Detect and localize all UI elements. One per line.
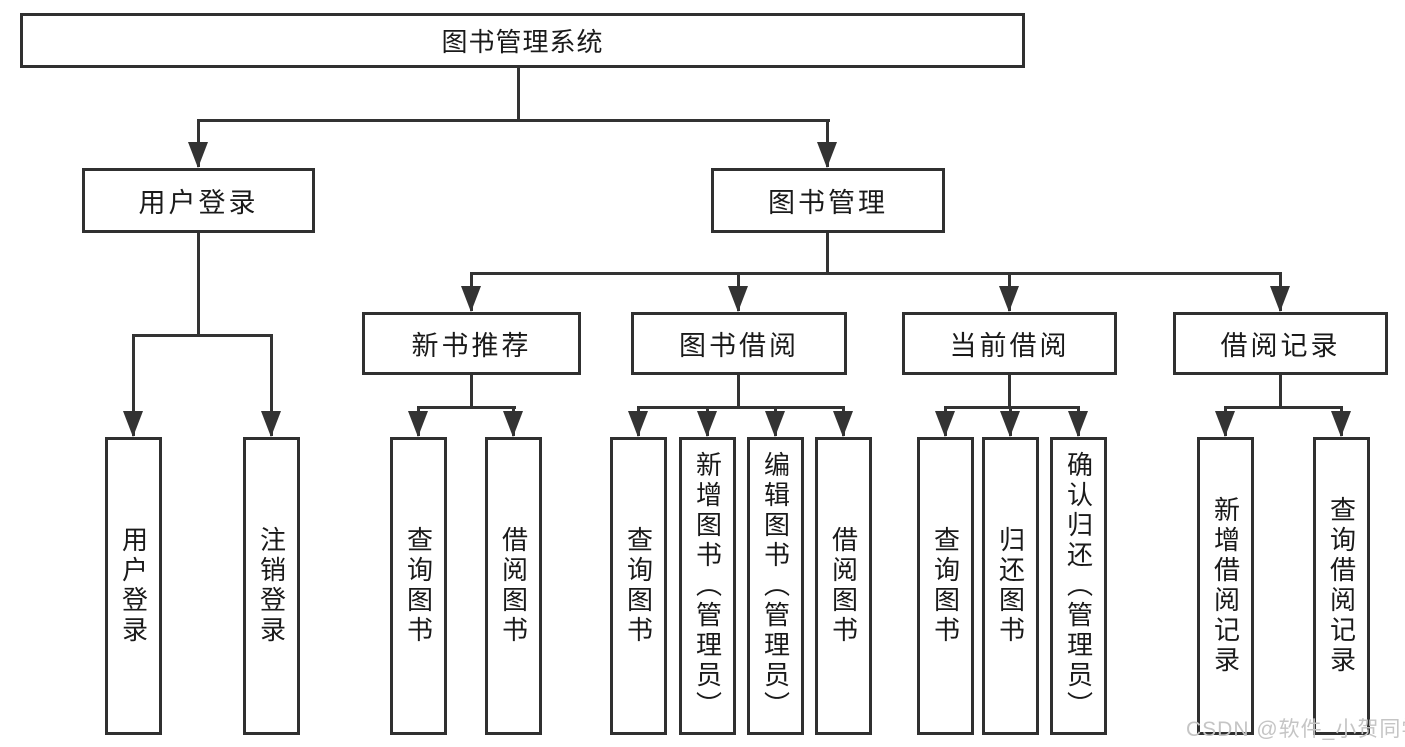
edge-user-login-stem: [197, 233, 200, 336]
edge-user-login-split: [132, 334, 273, 337]
edge-root-stem: [517, 68, 520, 121]
leaf-user-login: 用户登录: [105, 437, 162, 735]
leaf-add-borrow-record-label: 新增借阅记录: [1210, 496, 1241, 676]
edge-borrowing-split: [637, 406, 845, 409]
arrow-down-icon: [1331, 411, 1351, 437]
arrow-down-icon: [817, 142, 837, 168]
leaf-query-books-recommend: 查询图书: [390, 437, 447, 735]
arrow-down-icon: [1000, 411, 1020, 437]
leaf-query-books-borrowing: 查询图书: [610, 437, 667, 735]
arrow-down-icon: [188, 142, 208, 168]
leaf-confirm-return-admin: 确认归还（管理员）: [1050, 437, 1107, 735]
edge-records-split: [1224, 406, 1343, 409]
arrow-down-icon: [935, 411, 955, 437]
arrow-down-icon: [628, 411, 648, 437]
node-current-borrowing-label: 当前借阅: [949, 331, 1070, 361]
leaf-add-borrow-record: 新增借阅记录: [1197, 437, 1254, 735]
arrow-down-icon: [999, 286, 1019, 312]
leaf-borrow-books-borrowing-label: 借阅图书: [828, 526, 859, 646]
node-book-management-label: 图书管理: [768, 188, 888, 218]
node-borrowing-records-label: 借阅记录: [1220, 331, 1341, 361]
leaf-query-borrow-record-label: 查询借阅记录: [1326, 496, 1357, 676]
node-library-system: 图书管理系统: [20, 13, 1025, 68]
leaf-query-borrow-record: 查询借阅记录: [1313, 437, 1370, 735]
leaf-return-books-label: 归还图书: [995, 526, 1026, 646]
arrow-down-icon: [1270, 286, 1290, 312]
leaf-logout: 注销登录: [243, 437, 300, 735]
edge-recommend-stem: [470, 375, 473, 408]
arrow-down-icon: [461, 286, 481, 312]
arrow-down-icon: [1215, 411, 1235, 437]
leaf-user-login-label: 用户登录: [118, 526, 149, 646]
node-current-borrowing: 当前借阅: [902, 312, 1117, 375]
node-new-book-recommend-label: 新书推荐: [411, 331, 532, 361]
csdn-watermark: CSDN @软件_小贺同学: [1186, 718, 1405, 741]
node-new-book-recommend: 新书推荐: [362, 312, 581, 375]
leaf-borrow-books-recommend: 借阅图书: [485, 437, 542, 735]
leaf-query-books-current: 查询图书: [917, 437, 974, 735]
node-borrowing-records: 借阅记录: [1173, 312, 1388, 375]
leaf-query-books-current-label: 查询图书: [930, 526, 961, 646]
node-book-management: 图书管理: [711, 168, 945, 233]
arrow-down-icon: [765, 411, 785, 437]
arrow-down-icon: [408, 411, 428, 437]
leaf-borrow-books-recommend-label: 借阅图书: [498, 526, 529, 646]
edge-root-split: [197, 119, 830, 122]
arrow-down-icon: [833, 411, 853, 437]
edge-to-leaf-logout: [270, 334, 273, 436]
node-library-system-label: 图书管理系统: [441, 27, 604, 57]
leaf-logout-label: 注销登录: [256, 526, 287, 646]
edge-book-mgmt-stem: [826, 233, 829, 273]
arrow-down-icon: [503, 411, 523, 437]
edge-borrowing-stem: [737, 375, 740, 408]
node-user-login: 用户登录: [82, 168, 315, 233]
node-book-borrowing: 图书借阅: [631, 312, 847, 375]
node-user-login-label: 用户登录: [138, 188, 259, 218]
leaf-edit-books-admin-label: 编辑图书（管理员）: [760, 451, 791, 721]
leaf-add-books-admin-label: 新增图书（管理员）: [692, 451, 723, 721]
arrow-down-icon: [1068, 411, 1088, 437]
leaf-edit-books-admin: 编辑图书（管理员）: [747, 437, 804, 735]
leaf-add-books-admin: 新增图书（管理员）: [679, 437, 736, 735]
node-book-borrowing-label: 图书借阅: [679, 331, 799, 361]
leaf-borrow-books-borrowing: 借阅图书: [815, 437, 872, 735]
arrow-down-icon: [697, 411, 717, 437]
edge-current-split: [944, 406, 1080, 409]
leaf-query-books-borrowing-label: 查询图书: [623, 526, 654, 646]
edge-current-stem: [1008, 375, 1011, 408]
edge-records-stem: [1279, 375, 1282, 408]
leaf-query-books-recommend-label: 查询图书: [403, 526, 434, 646]
arrow-down-icon: [728, 286, 748, 312]
edge-recommend-split: [417, 406, 516, 409]
leaf-confirm-return-admin-label: 确认归还（管理员）: [1063, 451, 1094, 721]
arrow-down-icon: [123, 411, 143, 437]
edge-to-leaf-user-login: [132, 334, 135, 436]
arrow-down-icon: [261, 411, 281, 437]
leaf-return-books: 归还图书: [982, 437, 1039, 735]
edge-book-mgmt-split: [470, 272, 1281, 275]
